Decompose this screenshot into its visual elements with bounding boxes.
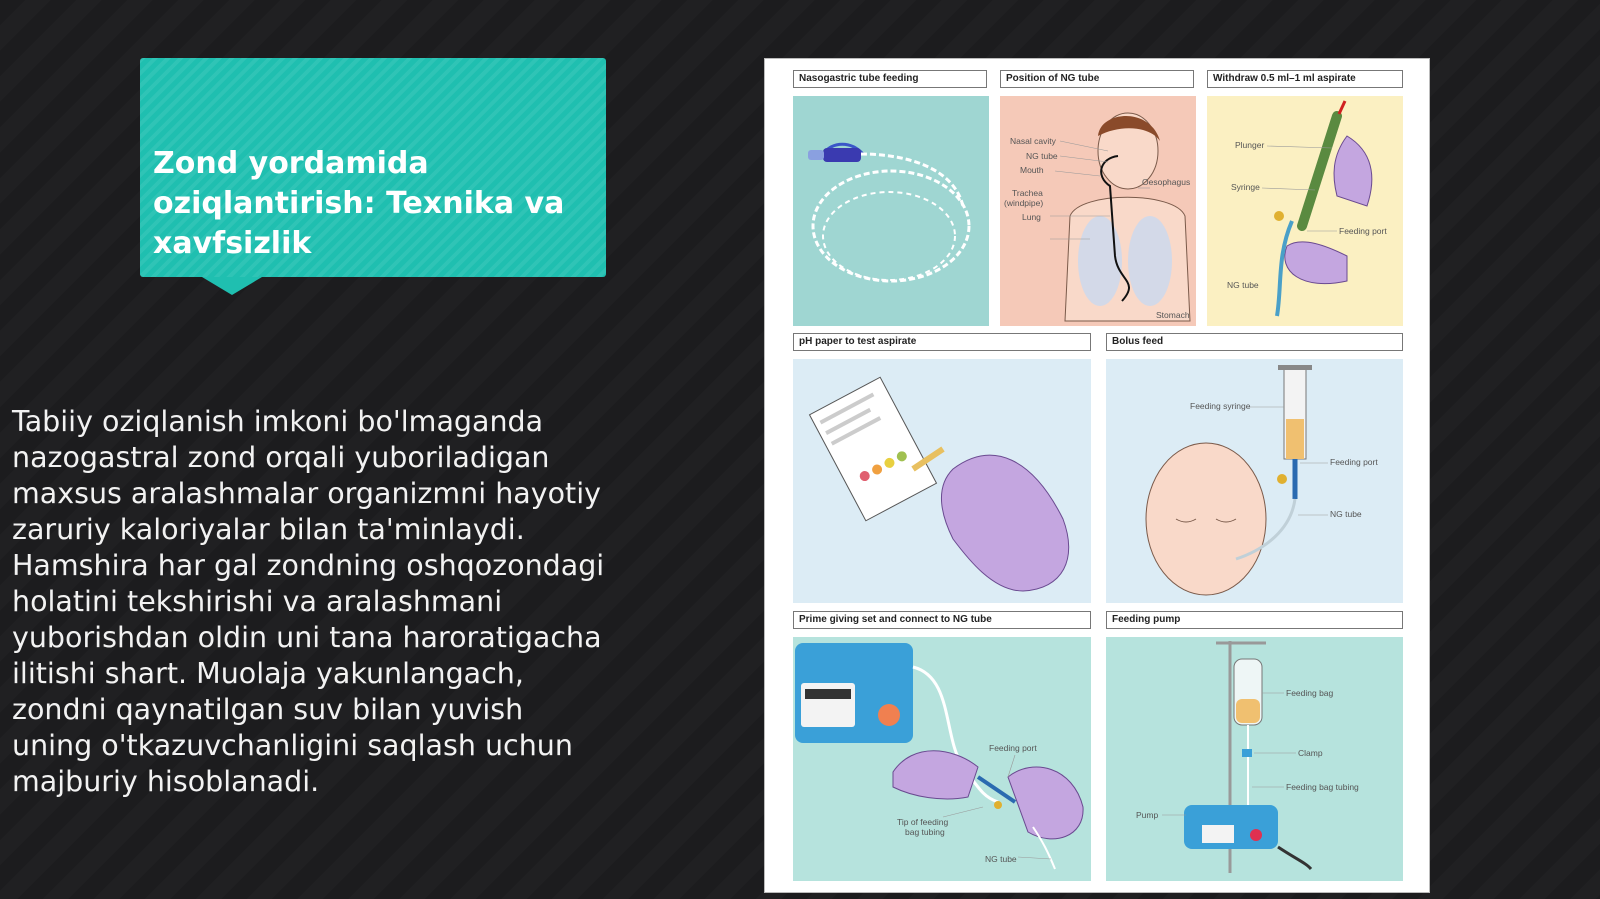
panel-ph-paper-image [793,359,1091,603]
prime-giving-set-illustration: Feeding port Tip of feeding bag tubing N… [795,643,1084,870]
panel-position-image: Nasal cavity NG tube Mouth Trachea (wind… [1000,96,1196,326]
ann-syringe: Syringe [1231,182,1260,192]
ann-ng-tube-2: NG tube [1227,280,1259,290]
ann-mouth: Mouth [1020,165,1044,175]
panel-label-bolus: Bolus feed [1106,333,1403,351]
callout-pointer [202,277,262,295]
panel-nasogastric-image [793,96,989,326]
ann-bag-tubing: bag tubing [905,827,945,837]
panel-bolus-image: Feeding syringe Feeding port NG tube [1106,359,1403,603]
panel-label-prime-giving-set: Prime giving set and connect to NG tube [793,611,1091,629]
panel-label-withdraw: Withdraw 0.5 ml–1 ml aspirate [1207,70,1403,88]
ann-nasal-cavity: Nasal cavity [1010,136,1057,146]
ann-windpipe: (windpipe) [1004,198,1043,208]
ann-ng-tube-4: NG tube [985,854,1017,864]
ann-pump: Pump [1136,810,1158,820]
ph-paper-illustration [808,376,1070,592]
ann-ng-tube-3: NG tube [1330,509,1362,519]
ann-clamp: Clamp [1298,748,1323,758]
ann-lung: Lung [1022,212,1041,222]
ann-feeding-port-2: Feeding port [1330,457,1378,467]
panel-label-nasogastric: Nasogastric tube feeding [793,70,987,88]
ng-tube-coil-illustration [808,142,971,283]
ann-feeding-syringe: Feeding syringe [1190,401,1251,411]
ann-tip-feeding: Tip of feeding [897,817,948,827]
panel-label-position: Position of NG tube [1000,70,1194,88]
panel-label-feeding-pump: Feeding pump [1106,611,1403,629]
panel-label-ph-paper: pH paper to test aspirate [793,333,1091,351]
ann-trachea: Trachea [1012,188,1043,198]
ann-feeding-bag-tubing: Feeding bag tubing [1286,782,1359,792]
ann-ng-tube: NG tube [1026,151,1058,161]
child-anatomy-illustration: Nasal cavity NG tube Mouth Trachea (wind… [1004,112,1191,322]
panel-feeding-pump-image: Feeding bag Clamp Feeding bag tubing Pum… [1106,637,1403,881]
panel-withdraw-image: Plunger Syringe Feeding port NG tube [1207,96,1403,326]
ann-stomach: Stomach [1156,310,1190,320]
ann-oesophagus: Oesophagus [1142,177,1190,187]
slide-title: Zond yordamida oziqlantirish: Texnika va… [153,146,565,261]
title-callout: Zond yordamida oziqlantirish: Texnika va… [140,58,606,295]
ann-feeding-bag: Feeding bag [1286,688,1334,698]
ng-tube-feeding-poster: Nasogastric tube feeding Position of NG … [764,58,1430,893]
ann-plunger: Plunger [1235,140,1264,150]
bolus-feed-illustration: Feeding syringe Feeding port NG tube [1145,365,1378,596]
syringe-aspirate-illustration: Plunger Syringe Feeding port NG tube [1227,100,1387,317]
slide-body-text: Tabiiy oziqlanish imkoni bo'lmaganda naz… [12,405,605,798]
ann-feeding-port-3: Feeding port [989,743,1037,753]
panel-prime-set-image: Feeding port Tip of feeding bag tubing N… [793,637,1091,881]
feeding-pump-illustration: Feeding bag Clamp Feeding bag tubing Pum… [1136,641,1359,873]
ann-feeding-port: Feeding port [1339,226,1387,236]
